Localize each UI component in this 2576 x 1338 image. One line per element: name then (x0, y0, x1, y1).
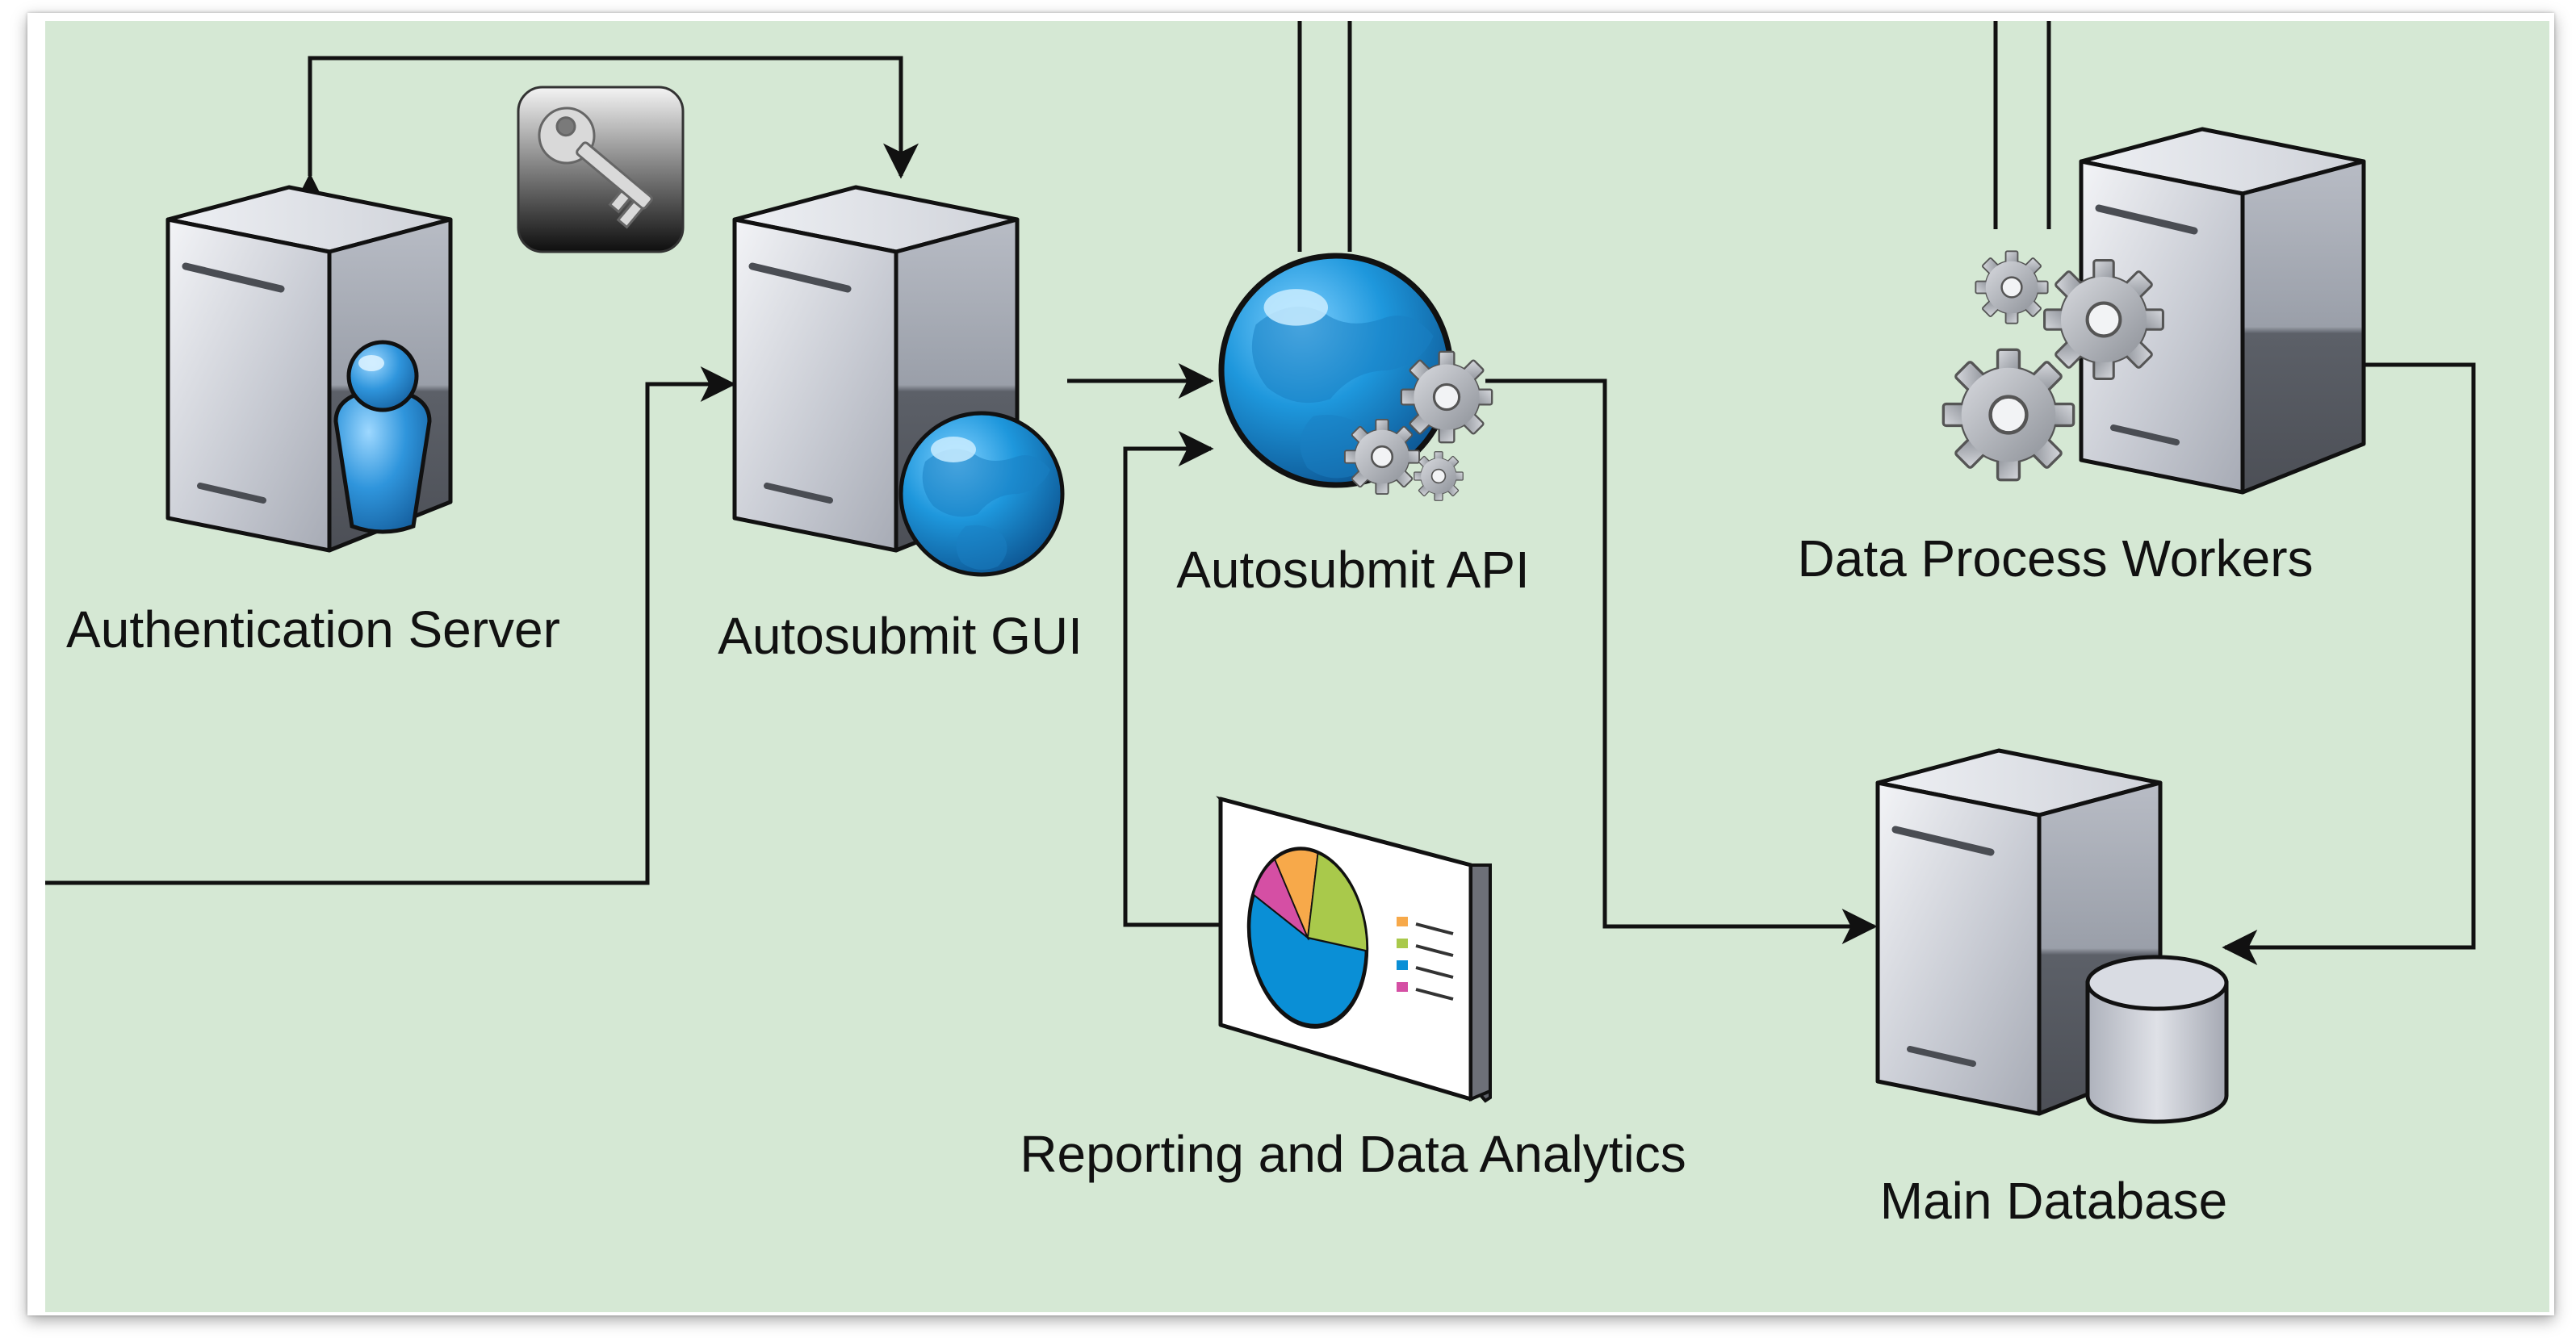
connector-workers-to-database (2222, 362, 2476, 965)
node-label: Main Database (1880, 1172, 2227, 1230)
server-database-icon (1878, 751, 2229, 1124)
connectors (45, 21, 2476, 965)
connector-reporting-to-api (1123, 431, 1221, 927)
node-key (517, 86, 685, 253)
node-label: Autosubmit GUI (718, 607, 1083, 665)
node-label: Reporting and Data Analytics (1020, 1125, 1686, 1183)
node-label: Autosubmit API (1176, 541, 1530, 599)
node-label: Authentication Server (66, 600, 560, 659)
node-data-process-workers[interactable]: Data Process Workers (1798, 129, 2364, 587)
key-icon (517, 86, 685, 253)
server-globe-icon (735, 187, 1062, 575)
node-autosubmit-gui[interactable]: Autosubmit GUI (718, 187, 1083, 665)
pie-chart-board-icon (1216, 796, 1492, 1103)
connector-api-to-database (1485, 378, 1878, 944)
node-label: Data Process Workers (1798, 529, 2314, 587)
node-autosubmit-api[interactable]: Autosubmit API (1176, 256, 1530, 599)
connector-auth-gui-loop (292, 56, 919, 209)
node-main-database[interactable]: Main Database (1878, 751, 2229, 1230)
connector-left-to-gui (45, 366, 736, 885)
node-authentication-server[interactable]: Authentication Server (66, 187, 560, 659)
node-reporting-and-data-analytics[interactable]: Reporting and Data Analytics (1020, 796, 1686, 1183)
server-user-icon (168, 187, 450, 550)
